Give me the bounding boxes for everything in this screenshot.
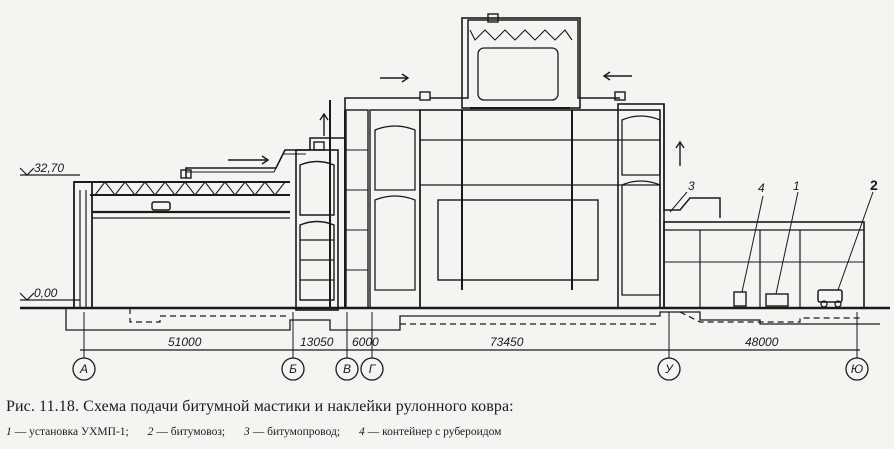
axis-label-yu: Ю	[851, 362, 863, 376]
legend-item: 4— контейнер с рубероидом	[358, 426, 502, 438]
axis-label-a: А	[79, 362, 88, 376]
column-group-u	[617, 103, 665, 309]
column-group-v	[345, 109, 369, 309]
dimension-51000: 51000	[168, 335, 202, 349]
axis-label-g: Г	[369, 362, 377, 376]
axis-bubble	[845, 357, 869, 381]
figure-caption: Рис. 11.18. Схема подачи битумной мастик…	[6, 398, 514, 415]
callout-4: 4	[758, 181, 765, 195]
axis-bubble	[360, 357, 384, 381]
elevation-top: 32,70	[34, 161, 64, 175]
foundation-outline	[65, 308, 880, 331]
axis-bubble	[281, 357, 305, 381]
axis-label-b: Б	[289, 362, 297, 376]
legend-item: 2— битумовоз;	[147, 426, 226, 438]
figure-legend: 1— установка УХМП-1; 2— битумовоз; 3— би…	[6, 426, 890, 438]
column-group-b	[295, 149, 339, 311]
callout-2: 2	[870, 177, 878, 193]
legend-item: 1— установка УХМП-1;	[6, 426, 129, 438]
axis-bubble	[72, 357, 96, 381]
roof-truss	[94, 181, 286, 196]
dimension-6000: 6000	[352, 335, 379, 349]
foundation-dashed	[129, 308, 860, 325]
elevation-ground: 0,00	[34, 286, 58, 300]
column-group-g	[369, 109, 421, 309]
callout-3: 3	[688, 179, 695, 193]
axis-bubble	[657, 357, 681, 381]
bitumen-pipeline-top	[430, 19, 620, 99]
bitumen-truck	[817, 289, 843, 308]
right-block	[663, 221, 865, 309]
dimension-13050: 13050	[300, 335, 334, 349]
crane	[151, 201, 171, 211]
dimension-73450: 73450	[490, 335, 524, 349]
left-block-wall	[73, 181, 93, 309]
axis-bubble	[335, 357, 359, 381]
axis-label-v: В	[343, 362, 351, 376]
legend-item: 3— битумопровод;	[243, 426, 341, 438]
ukhmp-unit	[765, 293, 789, 307]
axis-label-u: У	[664, 362, 674, 376]
callout-1: 1	[793, 179, 800, 193]
roofing-felt-container	[733, 291, 747, 307]
building-section-drawing: 32,70 0,00 51000 13050 6000 73450 48000 …	[19, 13, 890, 381]
flow-arrows	[228, 71, 685, 166]
dimension-48000: 48000	[745, 335, 779, 349]
